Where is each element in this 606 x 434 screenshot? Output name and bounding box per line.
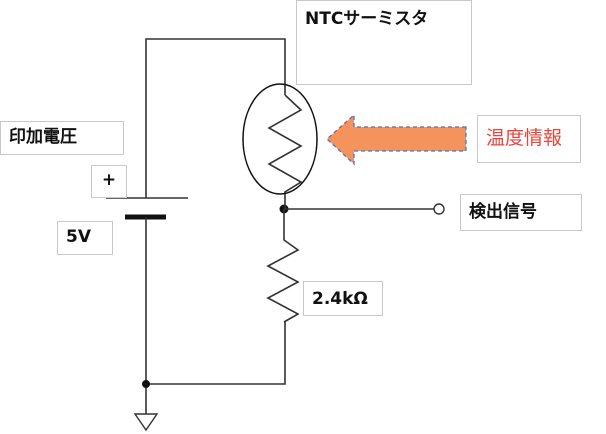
resistor-zigzag xyxy=(266,209,300,323)
applied-voltage-text: 印加電圧 xyxy=(9,127,77,147)
thermistor-zigzag xyxy=(267,94,303,209)
ground-symbol xyxy=(133,413,159,432)
voltage-value-label: 5V xyxy=(57,221,113,255)
detection-signal-label: 検出信号 xyxy=(460,194,582,231)
applied-voltage-label: 印加電圧 xyxy=(0,121,124,155)
voltage-value-text: 5V xyxy=(66,227,91,247)
resistor-value-label: 2.4kΩ xyxy=(303,281,383,316)
signal-terminal xyxy=(433,203,445,215)
plus-sign-text: + xyxy=(101,170,117,190)
detection-signal-text: 検出信号 xyxy=(469,202,537,222)
temperature-arrow xyxy=(326,113,467,166)
ground-junction-dot xyxy=(142,380,150,388)
bottom-wire xyxy=(146,322,286,385)
temperature-info-label: 温度情報 xyxy=(477,115,581,163)
resistor-value-text: 2.4kΩ xyxy=(312,289,368,309)
thermistor-ellipse xyxy=(242,83,318,195)
thermistor-label: NTCサーミスタ xyxy=(296,0,472,85)
plus-sign-label: + xyxy=(91,165,127,198)
temperature-info-text: 温度情報 xyxy=(486,127,563,149)
top-wire xyxy=(145,38,286,198)
thermistor-label-text: NTCサーミスタ xyxy=(305,9,429,29)
